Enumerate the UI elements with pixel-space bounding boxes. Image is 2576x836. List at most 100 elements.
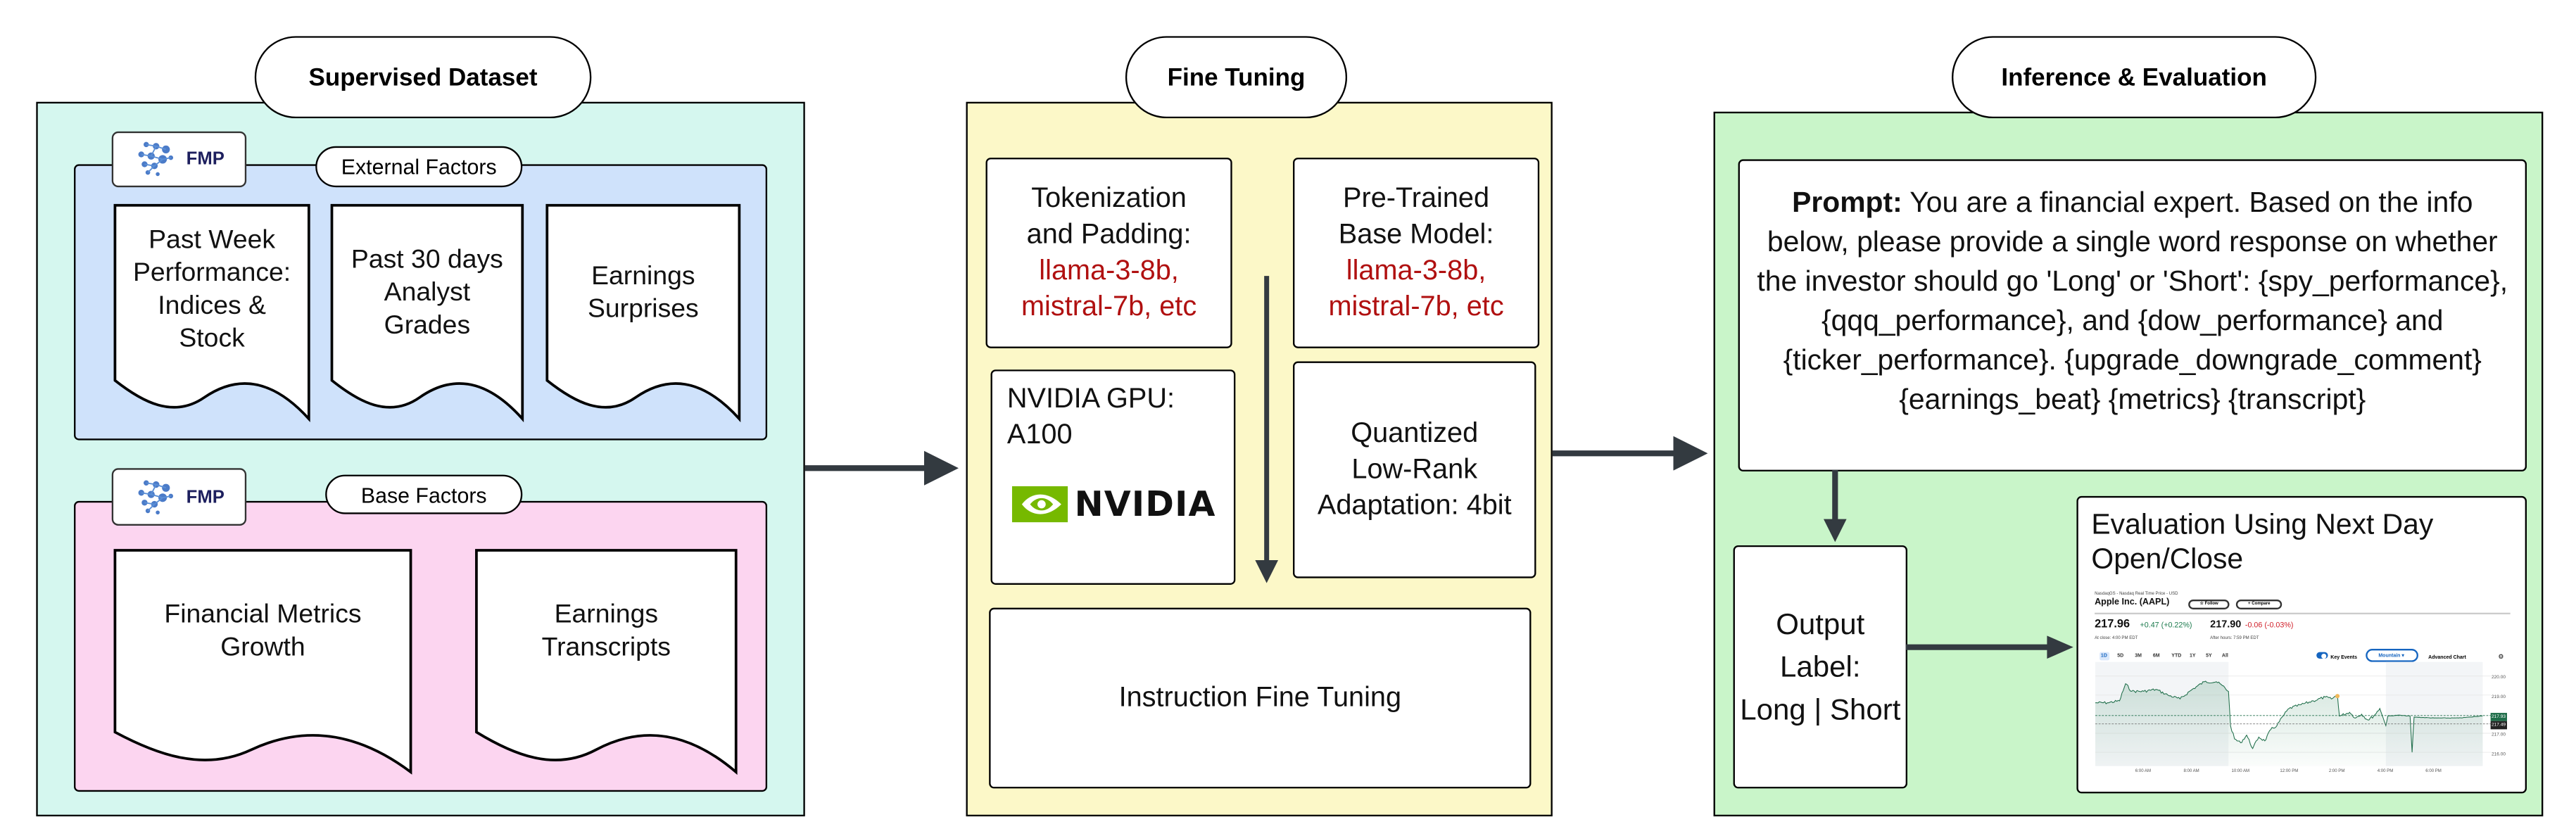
doc-line: Stock	[179, 325, 245, 353]
box-line: NVIDIA GPU:	[1006, 382, 1175, 414]
y-tick-label: 219.00	[2492, 692, 2506, 700]
follow-button[interactable]: ☆ Follow	[2188, 599, 2230, 609]
x-tick-label: 12:00 PM	[2280, 768, 2299, 774]
x-tick-label: 6:00 PM	[2425, 768, 2442, 774]
fmp-logo-text: FMP	[186, 487, 225, 507]
key-events-label: Key Events	[2330, 653, 2358, 660]
range-tab-6m[interactable]: 6M	[2152, 652, 2160, 659]
nvidia-logo-text: NVIDIA	[1074, 484, 1216, 524]
key-events-toggle[interactable]	[2316, 652, 2328, 659]
prompt-text: You are a financial expert. Based on the…	[1757, 185, 2508, 416]
divider	[2095, 613, 2511, 614]
close-note: At close: 4:00 PM EDT	[2095, 635, 2138, 641]
prev-close-badge: 217.49	[2489, 721, 2508, 730]
fmp-logo: FMP	[111, 131, 247, 188]
model-name: llama-3-8b,	[1039, 254, 1179, 286]
range-tab-5y[interactable]: 5Y	[2206, 652, 2212, 659]
range-tab-all[interactable]: All	[2221, 652, 2228, 659]
fmp-logo-text: FMP	[186, 149, 225, 170]
inference-title: Inference & Evaluation	[1952, 36, 2317, 119]
doc-line: Earnings	[554, 601, 659, 629]
range-tab-5d[interactable]: 5D	[2117, 652, 2124, 659]
price-plot	[2095, 662, 2491, 767]
external-factors-label: External Factors	[315, 146, 523, 188]
output-label-box: Output Label: Long | Short	[1733, 545, 1908, 789]
doc-financial-metrics-growth: Financial Metrics Growth	[115, 550, 410, 772]
doc-line: Past 30 days	[351, 246, 503, 274]
instruction-finetuning-box: Instruction Fine Tuning	[989, 607, 1532, 789]
arrow-output-to-evaluation	[1905, 635, 2073, 659]
afterhours-note: After hours: 7:59 PM EDT	[2210, 635, 2259, 641]
pretrained-model-box: Pre-Trained Base Model: llama-3-8b, mist…	[1293, 158, 1540, 348]
stock-source: NasdaqGS - Nasdaq Real Time Price - USD	[2095, 590, 2178, 596]
y-tick-label: 216.00	[2492, 749, 2506, 757]
x-tick-label: 4:00 PM	[2377, 768, 2394, 774]
event-marker	[2335, 694, 2340, 699]
doc-line: Performance:	[132, 259, 291, 288]
afterhours-change: -0.06 (-0.03%)	[2244, 621, 2294, 630]
doc-line: Financial Metrics	[164, 601, 362, 629]
nvidia-eye-icon	[1011, 486, 1068, 523]
doc-line: Past Week	[149, 227, 276, 255]
doc-analyst-grades: Past 30 days Analyst Grades	[332, 205, 523, 419]
box-line: Pre-Trained	[1343, 182, 1490, 214]
y-tick-label: 220.00	[2492, 673, 2506, 681]
model-name: mistral-7b, etc	[1021, 291, 1197, 322]
doc-line: Grades	[384, 312, 471, 341]
evaluation-title: Evaluation Using Next Day Open/Close	[2091, 507, 2434, 575]
box-line: A100	[1006, 419, 1073, 450]
finetune-title: Fine Tuning	[1125, 36, 1348, 119]
x-tick-label: 6:00 AM	[2135, 768, 2152, 774]
advanced-chart-button[interactable]: Advanced Chart	[2428, 653, 2466, 660]
chart-type-dropdown[interactable]: Mountain ▾	[2365, 649, 2418, 663]
fmp-brain-icon	[139, 479, 174, 514]
doc-line: Indices &	[158, 292, 266, 321]
doc-earnings-transcripts: Earnings Transcripts	[476, 550, 736, 772]
stock-change: +0.47 (+0.22%)	[2140, 621, 2192, 630]
stock-name: Apple Inc. (AAPL)	[2095, 598, 2170, 609]
doc-line: Growth	[220, 634, 305, 662]
range-tab-1y[interactable]: 1Y	[2189, 652, 2196, 659]
box-line: Long | Short	[1740, 693, 1901, 726]
quantized-lora-box: Quantized Low-Rank Adaptation: 4bit	[1293, 361, 1536, 578]
arrow-down-flow	[1255, 276, 1279, 583]
x-tick-label: 2:00 PM	[2328, 768, 2345, 774]
box-line: Tokenization	[1031, 182, 1187, 214]
dataset-title: Supervised Dataset	[254, 36, 592, 119]
doc-line: Earnings	[591, 262, 695, 291]
tokenization-box: Tokenization and Padding: llama-3-8b, mi…	[985, 158, 1232, 348]
y-tick-label: 217.00	[2492, 730, 2506, 738]
chevron-down-icon: ▾	[2400, 652, 2404, 659]
box-line: Quantized	[1351, 417, 1479, 449]
x-tick-label: 10:00 AM	[2231, 768, 2250, 774]
doc-line: Surprises	[587, 296, 699, 324]
box-line: Base Model:	[1338, 218, 1494, 250]
doc-line: Transcripts	[541, 634, 671, 662]
box-line: Output Label:	[1776, 607, 1865, 684]
fmp-logo: FMP	[111, 468, 247, 526]
current-price-badge: 217.93	[2489, 712, 2508, 721]
nvidia-gpu-box: NVIDIA GPU: A100 NVIDIA	[990, 369, 1236, 585]
price-area	[2095, 681, 2482, 767]
box-line: Low-Rank	[1351, 453, 1478, 485]
stock-price: 217.96	[2095, 619, 2130, 631]
gear-icon[interactable]: ⚙	[2498, 653, 2504, 660]
base-factors-label: Base Factors	[325, 474, 523, 514]
fmp-brain-icon	[139, 141, 174, 177]
price-line	[2095, 681, 2482, 753]
model-name: mistral-7b, etc	[1328, 291, 1504, 322]
doc-past-week-performance: Past Week Performance: Indices & Stock	[115, 205, 308, 419]
afterhours-price: 217.90	[2210, 619, 2242, 631]
prompt-label: Prompt:	[1792, 185, 1902, 219]
box-line: Adaptation: 4bit	[1317, 489, 1512, 521]
compare-button[interactable]: + Compare	[2236, 599, 2283, 609]
box-line: and Padding:	[1026, 218, 1192, 250]
arrow-prompt-to-output	[1823, 469, 1847, 543]
range-tab-1d[interactable]: 1D	[2099, 652, 2109, 661]
model-name: llama-3-8b,	[1346, 254, 1486, 286]
range-tab-3m[interactable]: 3M	[2135, 652, 2142, 659]
range-tab-ytd[interactable]: YTD	[2171, 652, 2182, 659]
nvidia-logo: NVIDIA	[1011, 484, 1216, 524]
x-tick-label: 8:00 AM	[2183, 768, 2199, 774]
